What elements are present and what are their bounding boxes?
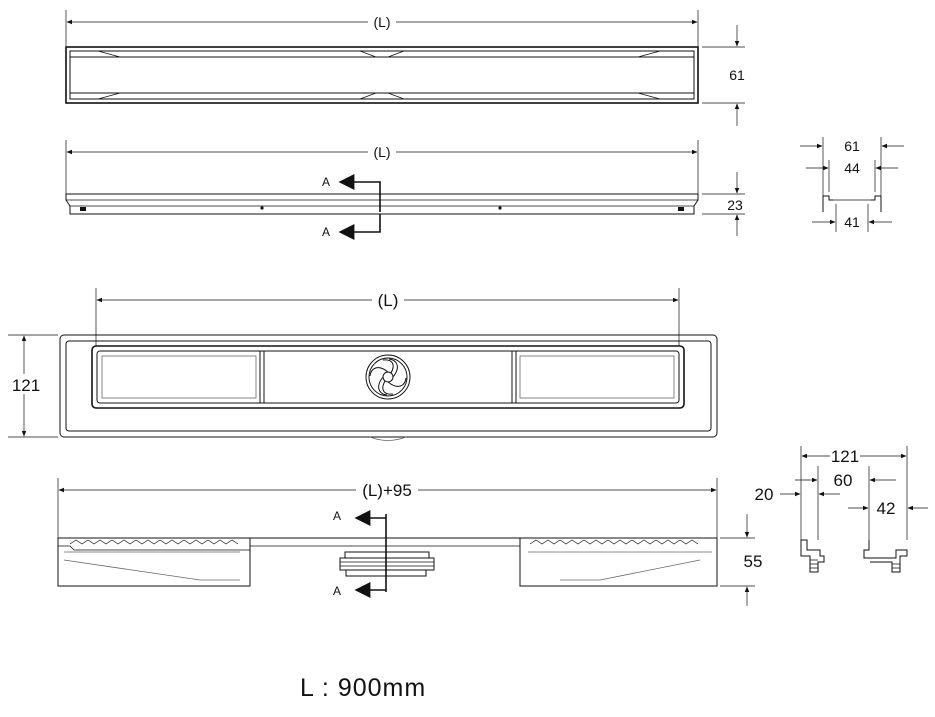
- small-outer-width: 61: [844, 138, 860, 154]
- plan-view: (L) 121: [8, 288, 718, 441]
- side-view: (L) 23 A A: [65, 140, 745, 240]
- plan-length-label: (L): [378, 291, 399, 310]
- section-marker-bottom: A: [333, 584, 341, 598]
- top-length-label: (L): [373, 14, 390, 30]
- small-inner-width: 44: [844, 160, 860, 176]
- cross-section-large: 121 60 20 42: [755, 446, 928, 573]
- section-height-label: 55: [744, 552, 763, 571]
- side-length-label: (L): [373, 144, 390, 160]
- section-view: (L)+95 A A 55: [57, 478, 763, 606]
- plan-width-label: 121: [12, 376, 40, 395]
- section-marker-top: A: [333, 509, 341, 523]
- section-length-label: (L)+95: [362, 481, 412, 500]
- drain-swirl-icon: [365, 354, 411, 400]
- length-caption: L : 900mm: [300, 674, 427, 702]
- large-offset-left: 20: [755, 485, 774, 504]
- side-height-label: 23: [727, 197, 743, 213]
- large-outer-width: 121: [831, 447, 859, 466]
- large-inner-width: 60: [834, 471, 853, 490]
- cross-section-small: 61 44 41: [800, 137, 904, 232]
- outlet-assembly: [339, 551, 435, 577]
- side-section-marker-top: A: [322, 175, 330, 189]
- side-section-marker-bottom: A: [322, 225, 330, 239]
- large-right-width: 42: [877, 499, 896, 518]
- top-width-label: 61: [729, 67, 745, 83]
- small-bottom-width: 41: [844, 214, 860, 230]
- top-view: (L) 61: [65, 10, 745, 126]
